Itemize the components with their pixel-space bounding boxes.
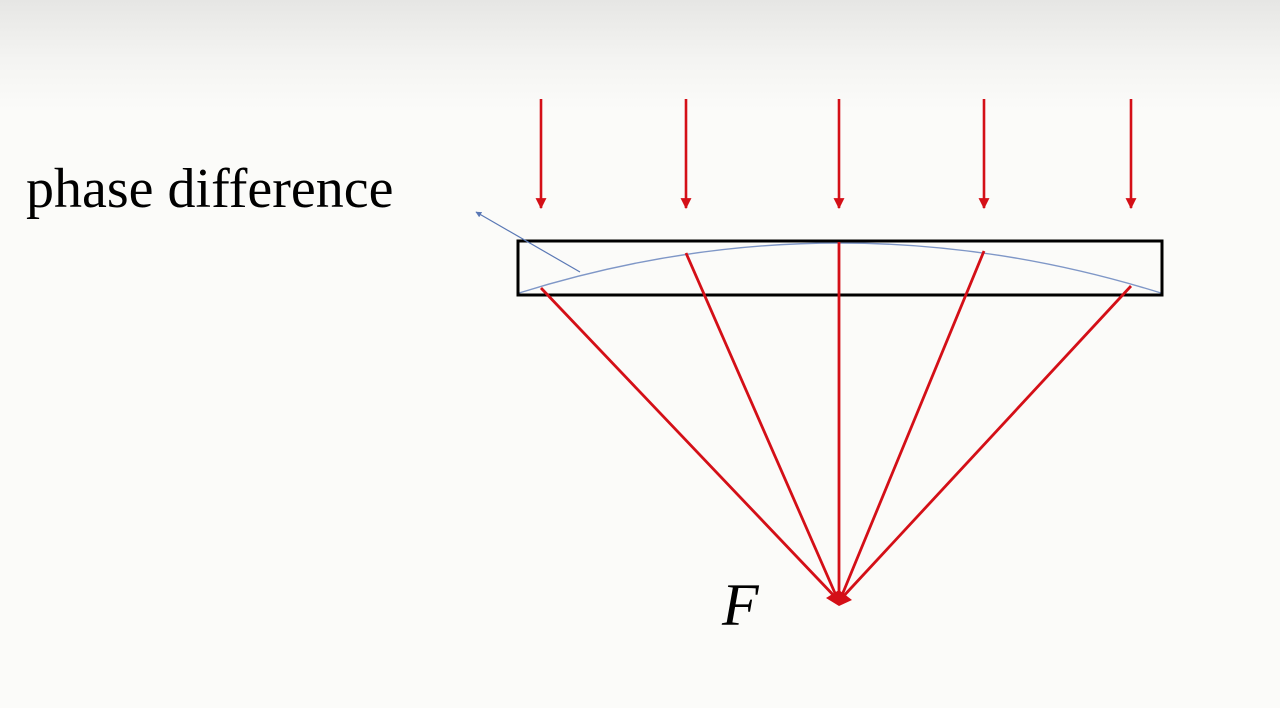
incident-rays [535,99,1137,210]
phase-difference-label: phase difference [26,158,394,220]
refracted-ray-4 [838,250,986,601]
refracted-ray-5 [838,285,1133,601]
annotation-arrow [475,211,581,273]
refracted-ray-2 [684,252,840,601]
refracted-ray-1 [539,287,840,601]
focal-point-marker [826,590,852,606]
focal-point-label: F [722,572,759,638]
refracted-rays [539,242,1133,601]
